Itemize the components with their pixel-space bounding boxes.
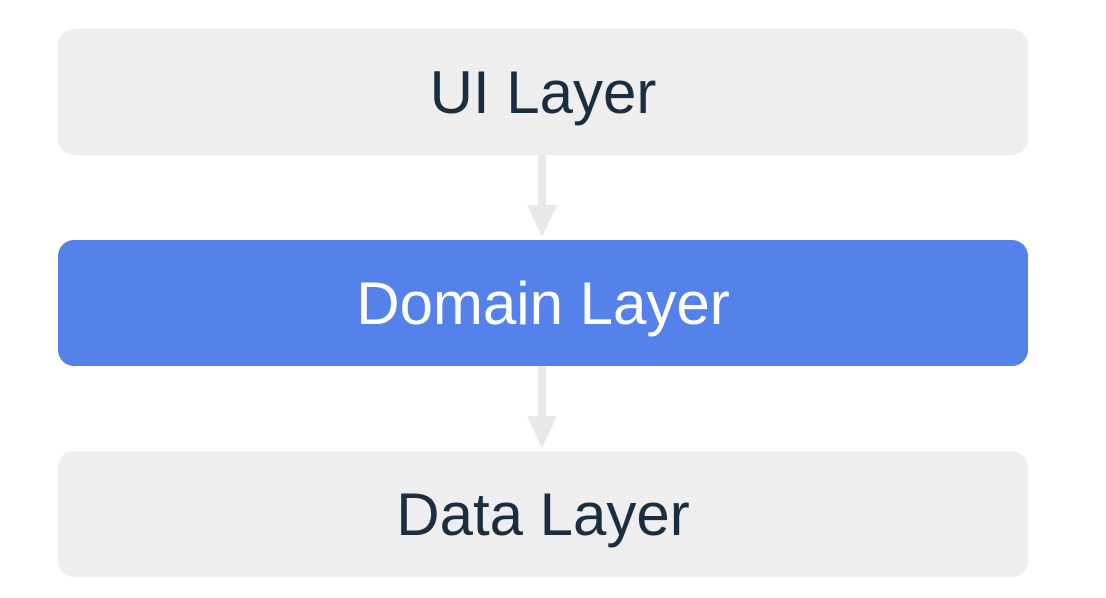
data-layer-box: Data Layer: [58, 451, 1028, 577]
down-arrow-icon: [527, 366, 557, 451]
ui-layer-box: UI Layer: [58, 29, 1028, 155]
domain-layer-label: Domain Layer: [356, 269, 730, 337]
domain-layer-box: Domain Layer: [58, 240, 1028, 366]
down-arrow-icon: [527, 155, 557, 240]
ui-layer-label: UI Layer: [429, 58, 657, 126]
data-layer-label: Data Layer: [396, 480, 690, 548]
